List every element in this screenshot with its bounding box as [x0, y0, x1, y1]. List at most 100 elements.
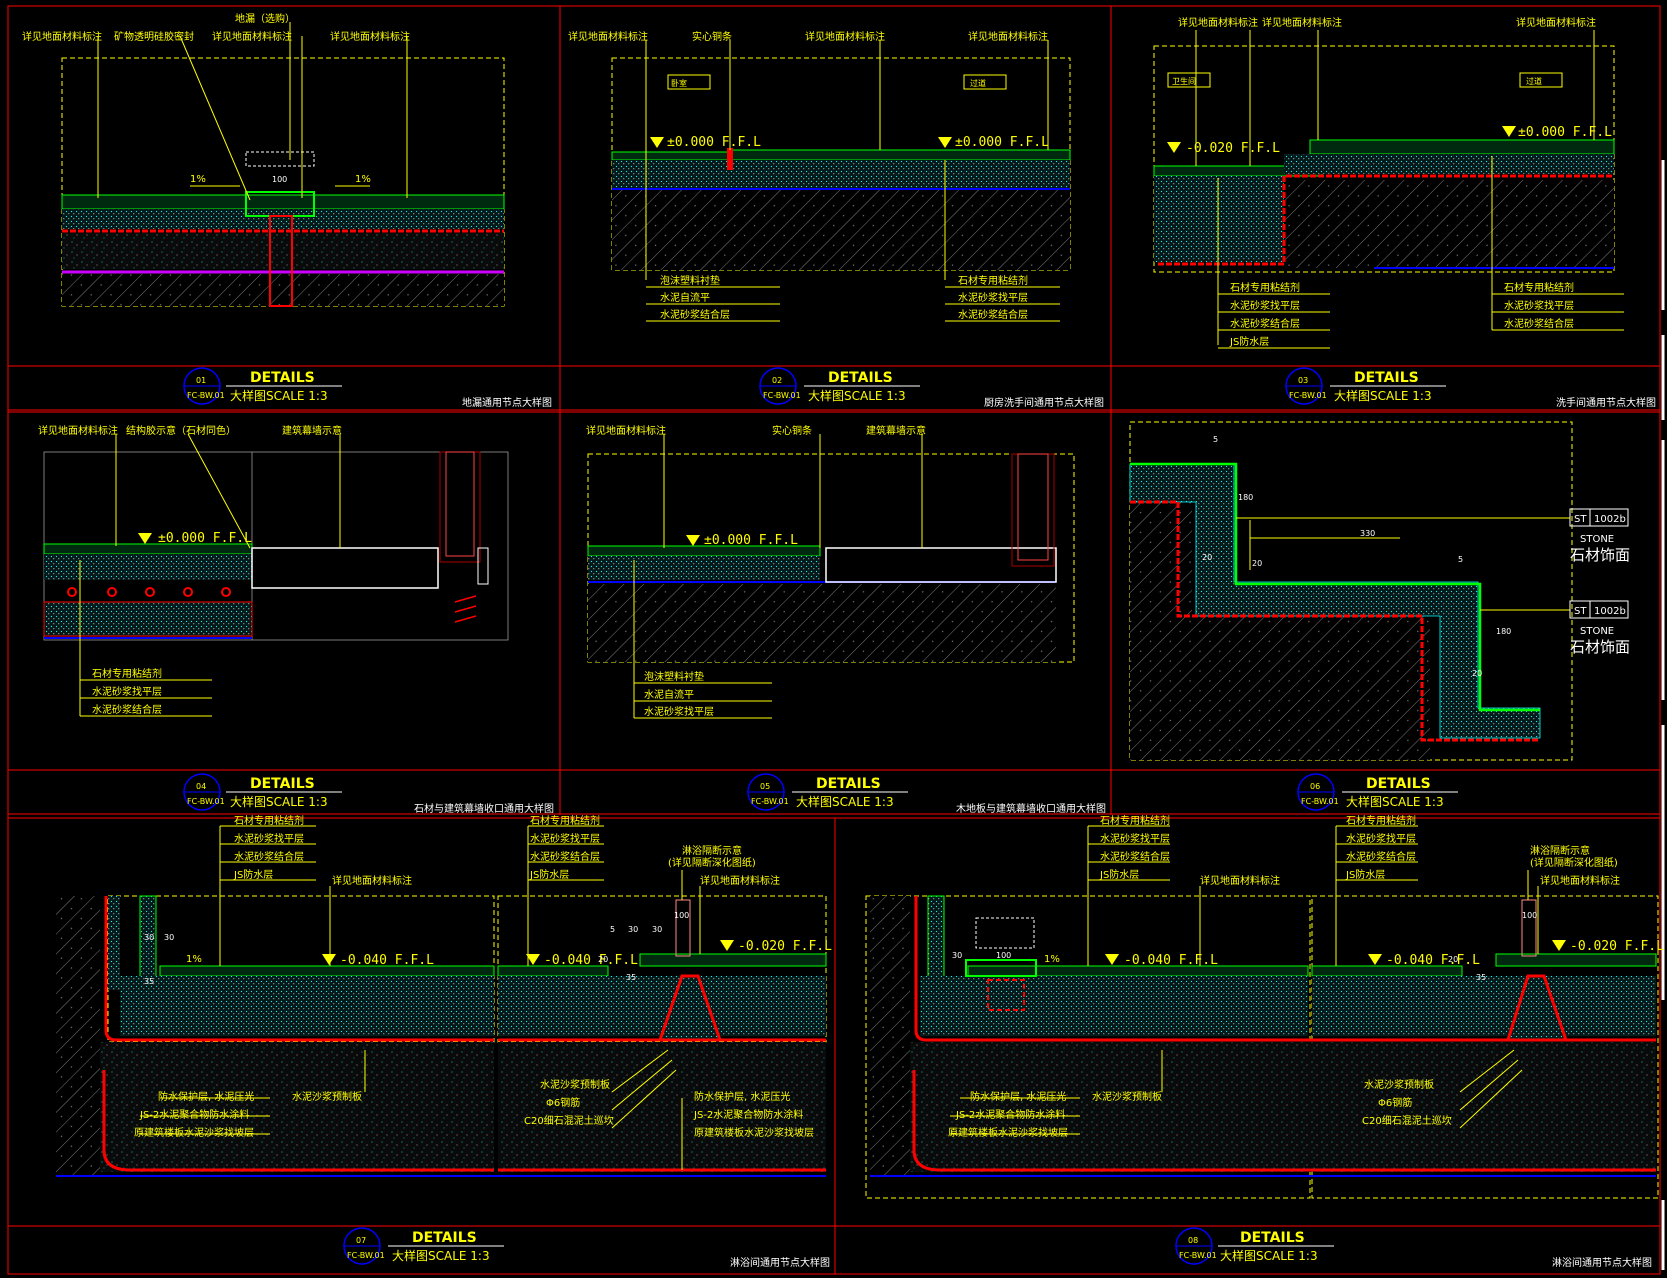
panel-07-dim-9: 20: [598, 955, 608, 964]
panel-08-level-2: -0.040 F.F.L: [1386, 953, 1480, 968]
detail-subtitle-02: 厨房洗手间通用节点大样图: [984, 396, 1104, 409]
panel-08-level-1: -0.040 F.F.L: [1124, 953, 1218, 968]
detail-number-04: 04: [196, 782, 206, 791]
panel-08-bottom-1: 防水保护层, 水泥压光: [970, 1090, 1066, 1103]
panel-08-drawing: [865, 825, 1659, 1199]
panel-07-stack-3: 水泥砂浆结合层: [234, 850, 304, 863]
panel-02-label-3: 详见地面材料标注: [805, 30, 885, 43]
panel-04-layer-1: 石材专用粘结剂: [92, 667, 162, 680]
panel-08-bottom-2: JS-2水泥聚合物防水涂料: [955, 1108, 1065, 1121]
detail-scale-04: 大样图SCALE 1:3: [230, 794, 328, 809]
panel-07-callout-6: 水泥沙浆预制板: [540, 1078, 610, 1091]
panel-06-dim-1: 5: [1213, 435, 1218, 444]
detail-number-08: 08: [1188, 1236, 1198, 1245]
panel-07-callout-1: 详见地面材料标注: [332, 874, 412, 887]
panel-03-right-layer-2: 水泥砂浆找平层: [1504, 299, 1574, 312]
panel-02-left-layer-2: 水泥自流平: [660, 291, 710, 304]
detail-scale-07: 大样图SCALE 1:3: [392, 1248, 490, 1263]
panel-07-dim-2: 30: [164, 933, 174, 942]
panel-08-callout-7: C20细石混泥土巡坎: [1362, 1114, 1452, 1127]
detail-heading-07: DETAILS: [412, 1230, 477, 1246]
detail-scale-08: 大样图SCALE 1:3: [1220, 1248, 1318, 1263]
detail-subtitle-07: 淋浴间通用节点大样图: [730, 1256, 830, 1269]
panel-06-dim-6: 5: [1458, 555, 1463, 564]
panel-01-dim-width: 100: [272, 175, 287, 184]
panel-03-right-layer-1: 石材专用粘结剂: [1504, 281, 1574, 294]
detail-scale-05: 大样图SCALE 1:3: [796, 794, 894, 809]
panel-01-labels: 详见地面材料标注 矿物透明硅胶密封 地漏（选购） 详见地面材料标注 详见地面材料…: [22, 12, 410, 185]
detail-number-02: 02: [772, 376, 782, 385]
panel-05-layer-3: 水泥砂浆找平层: [644, 705, 714, 718]
panel-07-callout-7: Φ6钢筋: [546, 1096, 580, 1109]
panel-01-slope-left: 1%: [190, 174, 206, 185]
title-block-03: 03 FC-BW.01 DETAILS 大样图SCALE 1:3 洗手间通用节点…: [1285, 367, 1656, 409]
panel-06-tag-2-code: ST: [1574, 606, 1587, 617]
panel-05-level: ±0.000 F.F.L: [704, 533, 798, 548]
detail-scale-06: 大样图SCALE 1:3: [1346, 794, 1444, 809]
panel-08-callout-4: 详见地面材料标注: [1540, 874, 1620, 887]
panel-06-tag-2-ref: 1002b: [1594, 606, 1626, 617]
panel-07-callout-4: 详见地面材料标注: [700, 874, 780, 887]
panel-07-bottom-5: JS-2水泥聚合物防水涂料: [693, 1108, 803, 1121]
panel-08-slope: 1%: [1044, 954, 1060, 965]
panel-08-stack-r-2: 水泥砂浆找平层: [1346, 832, 1416, 845]
panel-03-left-layer-2: 水泥砂浆找平层: [1230, 299, 1300, 312]
panel-04-label-2: 结构胶示意（石材同色）: [126, 424, 236, 437]
panel-07-bottom-1: 防水保护层, 水泥压光: [158, 1090, 254, 1103]
panel-03-labels: 详见地面材料标注 详见地面材料标注 详见地面材料标注 卫生间 过道 -0.020…: [1172, 16, 1612, 348]
panel-02-label-1: 详见地面材料标注: [568, 30, 648, 43]
panel-07-level-2: -0.040 F.F.L: [544, 953, 638, 968]
panel-07-bottom-4: 防水保护层, 水泥压光: [694, 1090, 790, 1103]
title-block-08: 08 FC-BW.01 DETAILS 大样图SCALE 1:3 淋浴间通用节点…: [1175, 1227, 1652, 1269]
panel-08-dim-1: 30: [952, 951, 962, 960]
detail-scale-01: 大样图SCALE 1:3: [230, 388, 328, 403]
panel-03-left-layer-3: 水泥砂浆结合层: [1230, 317, 1300, 330]
panel-03-level-right: ±0.000 F.F.L: [1518, 125, 1612, 140]
panel-01-drawing: [61, 22, 505, 307]
panel-08-callout-2: 淋浴隔断示意: [1530, 844, 1590, 857]
panel-02-left-layer-1: 泡沫塑料衬垫: [660, 274, 720, 287]
sheet-frame: [7, 5, 1661, 1275]
panel-02-right-layer-1: 石材专用粘结剂: [958, 274, 1028, 287]
panel-07-level-1: -0.040 F.F.L: [340, 953, 434, 968]
detail-code-04: FC-BW.01: [187, 797, 225, 806]
detail-number-06: 06: [1310, 782, 1320, 791]
panel-08-stack-4: JS防水层: [1099, 868, 1139, 881]
panel-03-level-left: -0.020 F.F.L: [1186, 141, 1280, 156]
panel-02-label-2: 实心铜条: [692, 30, 732, 43]
panel-01-label-2: 矿物透明硅胶密封: [114, 30, 194, 43]
panel-07-callout-5: 水泥沙浆预制板: [292, 1090, 362, 1103]
panel-02-left-layer-3: 水泥砂浆结合层: [660, 308, 730, 321]
detail-heading-01: DETAILS: [250, 370, 315, 386]
panel-07-dim-5: 5: [610, 925, 615, 934]
detail-heading-02: DETAILS: [828, 370, 893, 386]
panel-02-right-layer-2: 水泥砂浆找平层: [958, 291, 1028, 304]
panel-06-drawing: [1129, 421, 1629, 761]
title-block-04: 04 FC-BW.01 DETAILS 大样图SCALE 1:3 石材与建筑幕墙…: [183, 773, 554, 815]
panel-08-callout-5: 水泥沙浆预制板: [1364, 1078, 1434, 1091]
panel-07-stack-r-3: 水泥砂浆结合层: [530, 850, 600, 863]
panel-08-stack-2: 水泥砂浆找平层: [1100, 832, 1170, 845]
detail-code-05: FC-BW.01: [751, 797, 789, 806]
panel-03-label-2: 详见地面材料标注: [1262, 16, 1342, 29]
panel-07-stack-r-4: JS防水层: [529, 868, 569, 881]
panel-03-right-layer-3: 水泥砂浆结合层: [1504, 317, 1574, 330]
panel-01-label-1: 详见地面材料标注: [22, 30, 102, 43]
panel-07-level-3: -0.020 F.F.L: [738, 939, 832, 954]
panel-05-layer-2: 水泥自流平: [644, 688, 694, 701]
panel-06-tag-1-en: STONE: [1580, 534, 1614, 545]
detail-number-07: 07: [356, 1236, 366, 1245]
detail-code-01: FC-BW.01: [187, 391, 225, 400]
panel-07-stack-r-1: 石材专用粘结剂: [530, 814, 600, 827]
panel-04-labels: 详见地面材料标注 结构胶示意（石材同色） 建筑幕墙示意 ±0.000 F.F.L…: [38, 424, 342, 716]
detail-heading-06: DETAILS: [1366, 776, 1431, 792]
panel-08-stack-r-1: 石材专用粘结剂: [1346, 814, 1416, 827]
panel-05-layer-1: 泡沫塑料衬垫: [644, 670, 704, 683]
panel-08-bottom-3: 原建筑楼板水泥沙浆找坡层: [948, 1126, 1068, 1139]
panel-08-stack-r-3: 水泥砂浆结合层: [1346, 850, 1416, 863]
panel-07-dim-8: 100: [674, 911, 689, 920]
panel-04-layer-2: 水泥砂浆找平层: [92, 685, 162, 698]
panel-07-drawing: [56, 825, 827, 1177]
panel-02-drawing: [611, 40, 1071, 322]
